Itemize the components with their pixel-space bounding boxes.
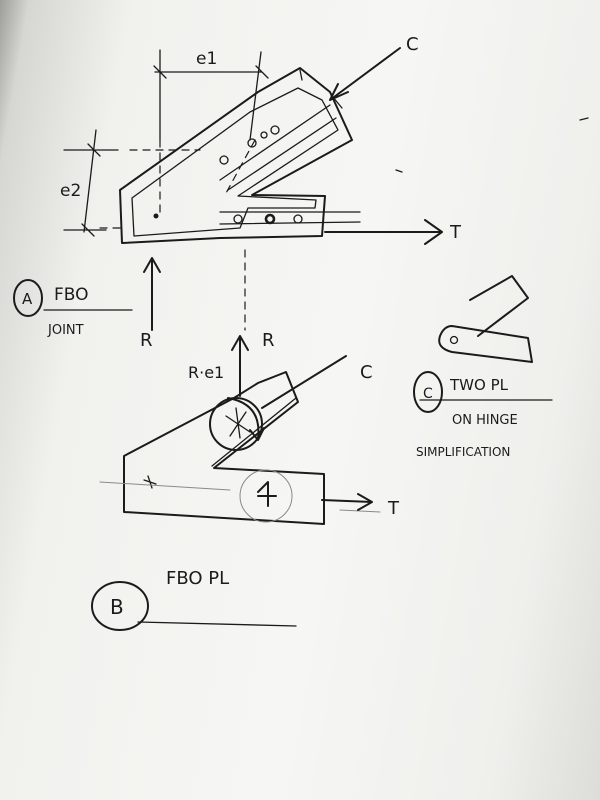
label-e1: e1 <box>196 49 217 69</box>
figure-b-plate <box>99 335 381 525</box>
section-a-subtitle: JOINT <box>47 323 84 338</box>
section-c-letter: C <box>423 386 433 402</box>
label-r-middle: R <box>262 330 275 351</box>
label-c-top: C <box>406 34 419 55</box>
label-t-top: T <box>449 222 462 243</box>
section-c-subtitle-1: ON HINGE <box>452 413 518 428</box>
label-moment: R·e1 <box>188 363 224 382</box>
label-r-left: R <box>140 330 153 351</box>
label-circle-a <box>13 279 43 317</box>
section-b-title: FBO PL <box>166 568 229 589</box>
section-labels <box>13 279 553 631</box>
section-b-letter: B <box>110 595 124 619</box>
section-a-title: FBO <box>54 285 89 305</box>
section-c-subtitle-2: SIMPLIFICATION <box>416 445 510 459</box>
section-c-title: TWO PL <box>449 376 509 394</box>
label-c-bottom: C <box>360 362 373 383</box>
label-circle-b <box>91 581 149 631</box>
figure-a-joint <box>63 47 589 331</box>
label-circle-c <box>413 371 443 413</box>
figure-c-hinge <box>438 275 533 363</box>
label-e2: e2 <box>60 181 81 201</box>
section-a-letter: A <box>22 290 33 308</box>
label-t-bottom: T <box>387 498 400 519</box>
